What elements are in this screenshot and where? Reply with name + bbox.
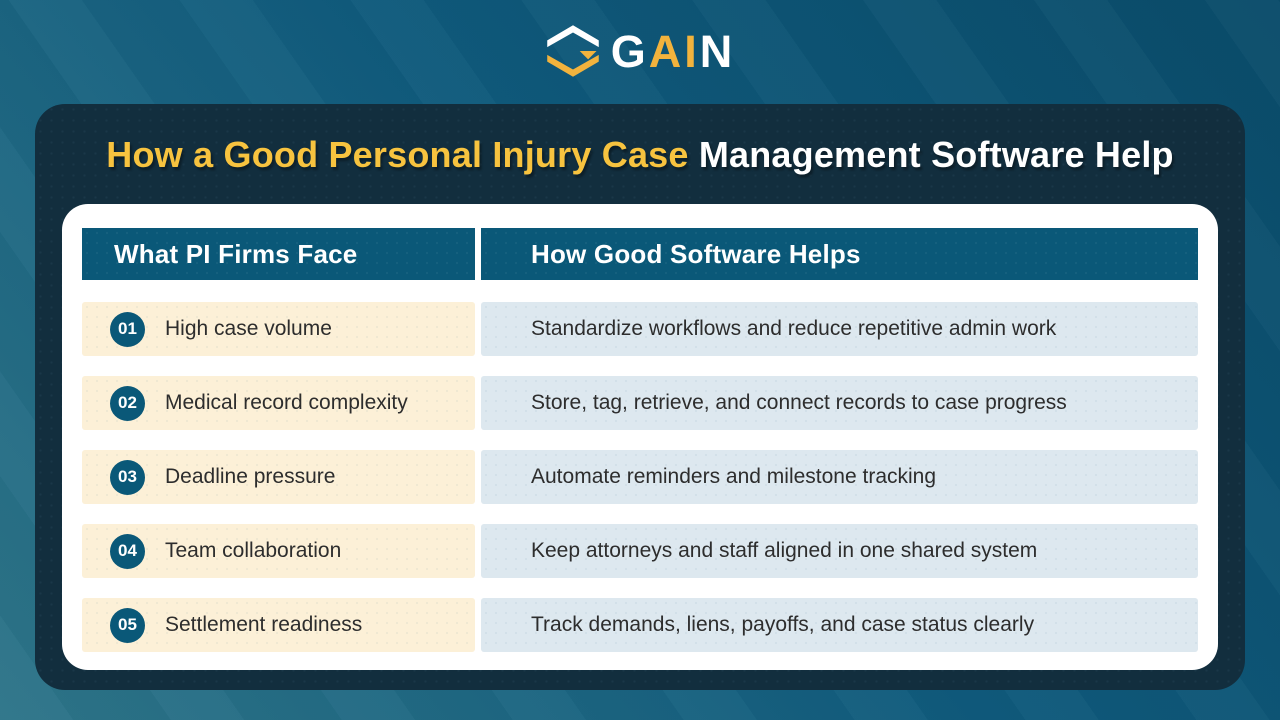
row-number-badge: 04 (110, 533, 145, 569)
challenge-cell: 02 Medical record complexity (82, 376, 475, 430)
table-row: 02 Medical record complexity Store, tag,… (82, 376, 1198, 430)
logo-letter-g: G (610, 25, 649, 77)
solution-label: Keep attorneys and staff aligned in one … (531, 539, 1038, 562)
logo-letter-n: N (699, 25, 736, 77)
solution-cell: Track demands, liens, payoffs, and case … (481, 598, 1198, 652)
row-number-badge: 05 (110, 607, 145, 643)
challenge-cell: 01 High case volume (82, 302, 475, 356)
challenge-label: Team collaboration (165, 539, 342, 562)
solution-label: Store, tag, retrieve, and connect record… (531, 391, 1067, 414)
solution-label: Standardize workflows and reduce repetit… (531, 317, 1057, 340)
solution-label: Track demands, liens, payoffs, and case … (531, 613, 1035, 636)
challenge-label: Deadline pressure (165, 465, 336, 488)
solution-label: Automate reminders and milestone trackin… (531, 465, 937, 488)
title-rest: Management Software Help (688, 134, 1174, 175)
solution-cell: Standardize workflows and reduce repetit… (481, 302, 1198, 356)
table-row: 05 Settlement readiness Track demands, l… (82, 598, 1198, 652)
table-row: 04 Team collaboration Keep attorneys and… (82, 524, 1198, 578)
solution-cell: Store, tag, retrieve, and connect record… (481, 376, 1198, 430)
gain-logo-icon (546, 25, 599, 77)
logo-letters-ai: AI (648, 25, 700, 77)
challenge-label: Settlement readiness (165, 613, 363, 636)
infographic-panel: How a Good Personal Injury Case Manageme… (35, 104, 1245, 690)
column-header-solutions: How Good Software Helps (481, 228, 1198, 280)
page-title: How a Good Personal Injury Case Manageme… (35, 134, 1245, 176)
challenge-cell: 04 Team collaboration (82, 524, 475, 578)
brand-logo: GAIN (0, 20, 1280, 82)
table-row: 01 High case volume Standardize workflow… (82, 302, 1198, 356)
row-number-badge: 03 (110, 459, 145, 495)
row-number-badge: 02 (110, 385, 145, 421)
table-header-row: What PI Firms Face How Good Software Hel… (82, 228, 1198, 280)
solution-cell: Automate reminders and milestone trackin… (481, 450, 1198, 504)
solution-cell: Keep attorneys and staff aligned in one … (481, 524, 1198, 578)
column-header-challenges: What PI Firms Face (82, 228, 475, 280)
comparison-table-card: What PI Firms Face How Good Software Hel… (62, 204, 1218, 670)
challenge-label: High case volume (165, 317, 332, 340)
gain-logo-text: GAIN (611, 29, 736, 74)
row-number-badge: 01 (110, 311, 145, 347)
table-body: 01 High case volume Standardize workflow… (82, 302, 1198, 652)
challenge-cell: 03 Deadline pressure (82, 450, 475, 504)
table-row: 03 Deadline pressure Automate reminders … (82, 450, 1198, 504)
challenge-cell: 05 Settlement readiness (82, 598, 475, 652)
title-highlight: How a Good Personal Injury Case (106, 134, 689, 175)
challenge-label: Medical record complexity (165, 391, 408, 414)
